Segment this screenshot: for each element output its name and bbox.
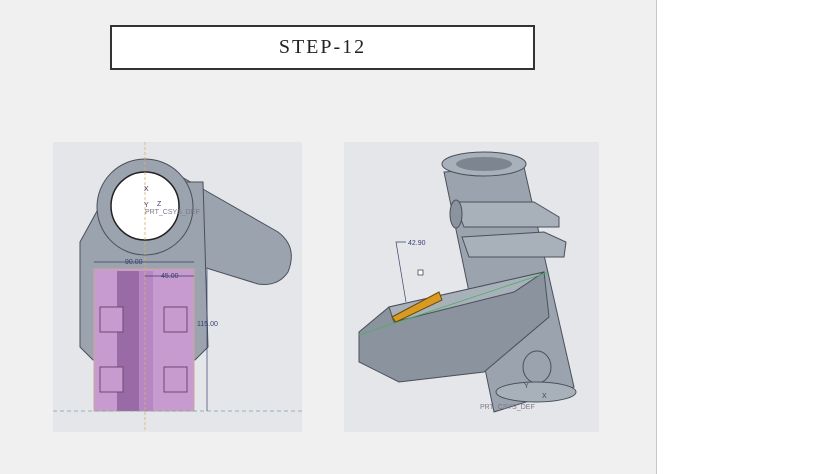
insert-pocket bbox=[99, 366, 124, 393]
axis-x: X bbox=[144, 186, 149, 193]
side-hole bbox=[522, 350, 552, 384]
side-boss bbox=[449, 199, 463, 229]
dim-height: 115.00 bbox=[197, 321, 218, 328]
dim-leader bbox=[395, 241, 407, 303]
section-plane-edge bbox=[358, 271, 550, 336]
lower-tab bbox=[461, 231, 567, 258]
dim-handle[interactable] bbox=[417, 269, 424, 276]
dim-width: 90.00 bbox=[125, 259, 143, 266]
insert-pocket bbox=[163, 306, 188, 333]
insert-center bbox=[139, 271, 153, 411]
dim-half: 45.00 bbox=[161, 273, 179, 280]
axis-z: Z bbox=[157, 201, 162, 208]
csys-label: PRT_CSYS_DEF bbox=[145, 209, 200, 216]
front-view-image: 90.00 45.00 115.00 X Y Z PRT_CSYS_DEF bbox=[53, 142, 302, 432]
bottom-flange bbox=[495, 381, 577, 403]
insert-pocket bbox=[99, 306, 124, 333]
csys-label: PRT_CSYS_DEF bbox=[480, 404, 535, 411]
step-title: STEP-12 bbox=[110, 25, 535, 70]
insert-pocket bbox=[163, 366, 188, 393]
top-bore bbox=[456, 157, 512, 171]
dim-offset: 42.90 bbox=[408, 240, 426, 247]
highlight-surface bbox=[391, 291, 443, 323]
iso-view-image: 42.90 Y X PRT_CSYS_DEF bbox=[344, 142, 599, 432]
axis-y: Y bbox=[524, 383, 529, 390]
axis-y: Y bbox=[144, 202, 149, 209]
slide: STEP-12 90.00 45.00 115.00 bbox=[0, 0, 657, 474]
upper-tab bbox=[453, 201, 560, 228]
axis-x: X bbox=[542, 393, 547, 400]
